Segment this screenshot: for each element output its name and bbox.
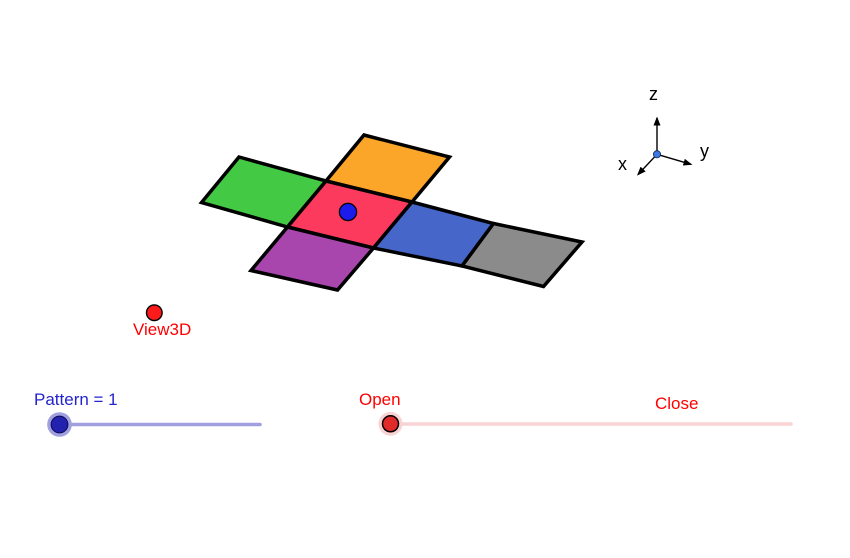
net-face-purple [247,225,377,292]
open-label: Open [359,390,401,409]
axis-y-label: y [700,141,709,161]
pattern-slider[interactable] [47,412,262,437]
axis-y-arrow [656,153,693,166]
pattern-slider-label: Pattern = 1 [34,390,118,409]
axis-indicator [636,116,693,176]
axis-x-arrow [636,153,658,176]
pattern-slider-handle[interactable] [50,415,69,434]
view3d-label[interactable]: View3D [133,320,192,339]
axis-origin-point [653,150,662,159]
open-close-slider-handle[interactable] [381,415,400,433]
net-faces [198,133,586,292]
net-face-gray [459,221,586,289]
view3d-point[interactable] [145,304,163,322]
axis-z-label: z [649,84,658,104]
close-label: Close [655,394,699,413]
open-close-slider[interactable] [378,411,793,436]
net-center-point[interactable] [338,202,358,222]
axis-x-label: x [618,154,627,174]
